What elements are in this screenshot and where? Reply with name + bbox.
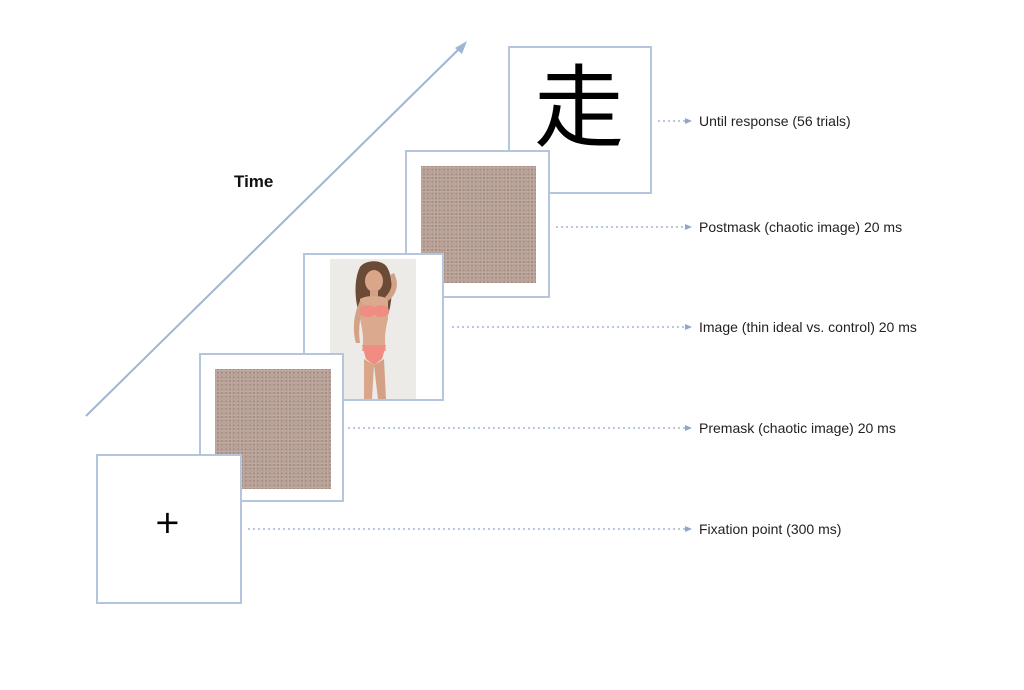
postmask-frame — [405, 150, 550, 298]
fixation-cross: + — [154, 503, 181, 541]
target-character: 走 — [534, 56, 624, 161]
model-photo — [330, 259, 416, 399]
step-label-response: Until response (56 trials) — [699, 113, 851, 129]
step-label-image: Image (thin ideal vs. control) 20 ms — [699, 319, 917, 335]
step-label-premask: Premask (chaotic image) 20 ms — [699, 420, 896, 436]
fixation-frame: + — [96, 454, 242, 604]
step-label-postmask: Postmask (chaotic image) 20 ms — [699, 219, 903, 235]
step-label-fixation: Fixation point (300 ms) — [699, 521, 842, 537]
time-label: Time — [234, 172, 274, 191]
